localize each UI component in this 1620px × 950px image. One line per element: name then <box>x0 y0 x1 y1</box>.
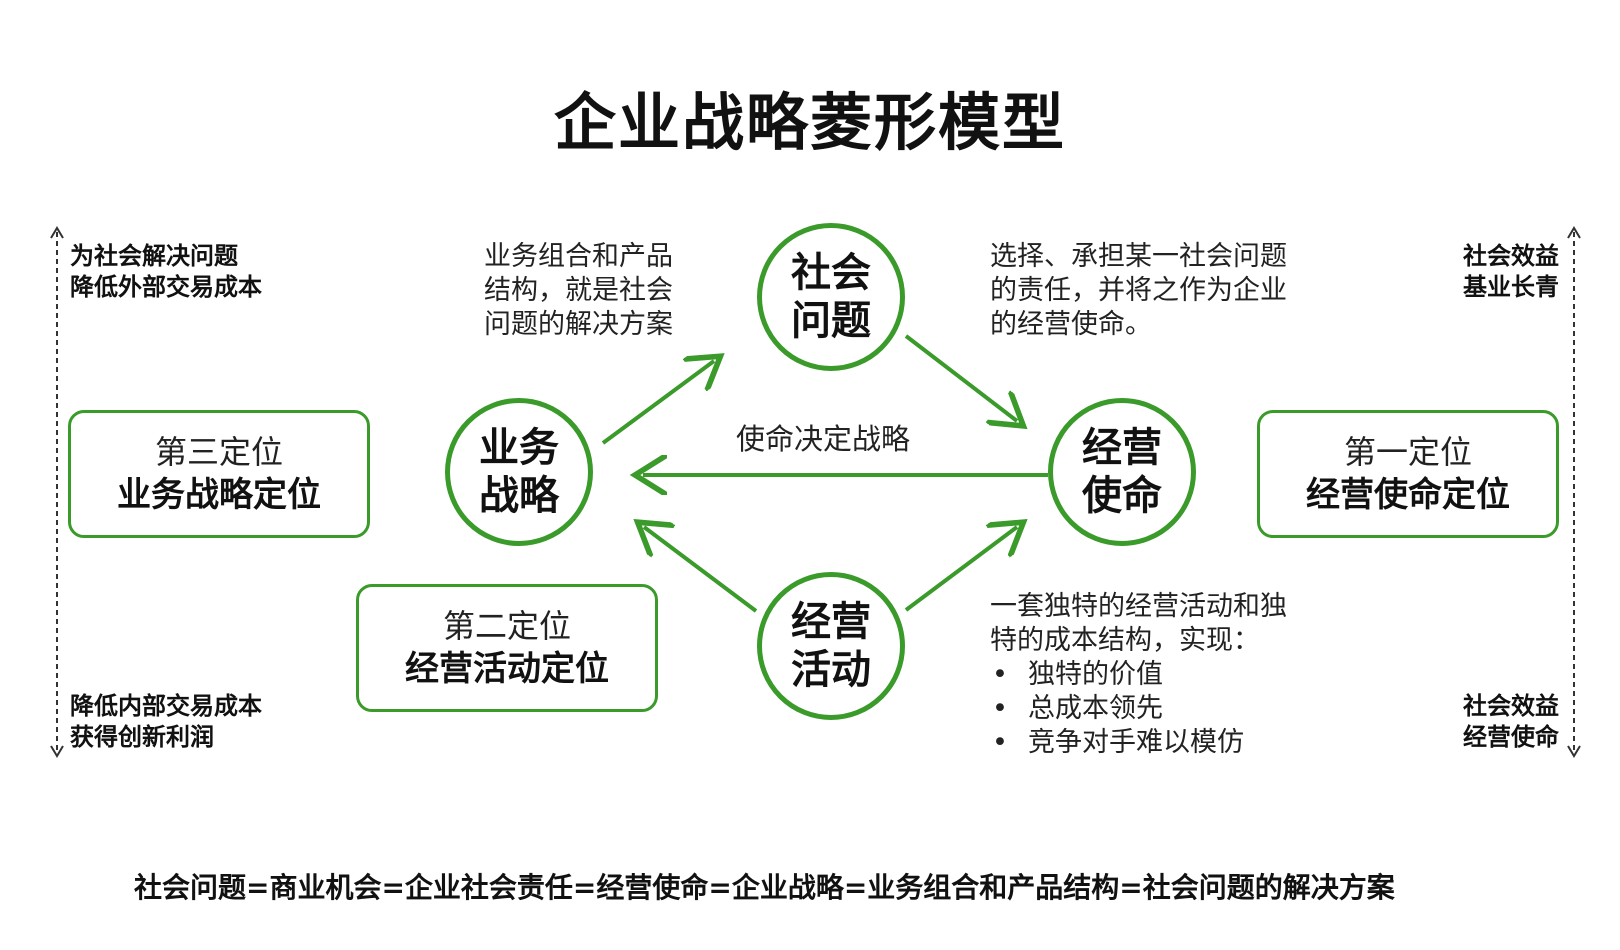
side-label-right-bottom: 社会效益 经营使命 <box>1463 691 1559 753</box>
note-top-left-line: 问题的解决方案 <box>484 309 673 340</box>
note-bottom-right: 一套独特的经营活动和独 特的成本结构，实现： 独特的价值 总成本领先 竞争对手难… <box>990 590 1287 760</box>
circle-business-strategy-line1: 业务 <box>479 425 559 471</box>
bullet-item: 竞争对手难以模仿 <box>990 726 1287 760</box>
position-first-main: 经营使命定位 <box>1306 475 1510 515</box>
left-axis-bottom-arrow <box>50 745 64 758</box>
right-axis-top-arrow <box>1567 226 1581 239</box>
circle-social-problem-line1: 社会 <box>791 250 871 296</box>
circle-business-mission-line2: 使命 <box>1082 473 1162 519</box>
circle-business-strategy: 业务战略 <box>445 398 593 546</box>
position-first-sub: 第一定位 <box>1343 433 1472 471</box>
arrow-activity-to-mission <box>904 527 1017 612</box>
side-label-left-top: 为社会解决问题 降低外部交易成本 <box>70 241 262 303</box>
side-label-left-bottom: 降低内部交易成本 获得创新利润 <box>70 691 262 753</box>
side-label-line: 降低内部交易成本 <box>70 692 262 720</box>
position-third-main: 业务战略定位 <box>117 475 321 515</box>
side-label-line: 降低外部交易成本 <box>70 273 262 301</box>
arrow-activity-to-strategy <box>644 527 758 613</box>
side-label-line: 基业长青 <box>1463 273 1559 301</box>
position-box-first: 第一定位 经营使命定位 <box>1257 410 1559 538</box>
circle-business-activity: 经营活动 <box>757 572 905 720</box>
arrow-social-to-mission <box>904 334 1017 421</box>
arrow-strategy-to-social <box>601 361 714 445</box>
page-title: 企业战略菱形模型 <box>553 86 1066 159</box>
position-third-sub: 第三定位 <box>154 433 283 471</box>
note-bottom-right-line: 一套独特的经营活动和独 <box>990 591 1287 622</box>
bullet-item: 总成本领先 <box>990 692 1287 726</box>
note-bottom-right-bullets: 独特的价值 总成本领先 竞争对手难以模仿 <box>990 658 1287 760</box>
circle-business-strategy-line2: 战略 <box>479 473 559 519</box>
circle-business-activity-line2: 活动 <box>791 647 871 693</box>
right-axis-bottom-arrow <box>1567 745 1581 758</box>
left-axis-top-arrow <box>50 226 64 239</box>
circle-business-mission: 经营使命 <box>1048 398 1196 546</box>
side-label-line: 社会效益 <box>1463 692 1559 720</box>
note-top-left: 业务组合和产品 结构，就是社会 问题的解决方案 <box>484 240 673 342</box>
note-top-right-line: 的经营使命。 <box>990 309 1152 340</box>
formula-text: 社会问题=商业机会=企业社会责任=经营使命=企业战略=业务组合和产品结构=社会问… <box>134 871 1395 904</box>
circle-business-activity-line1: 经营 <box>791 599 871 645</box>
note-top-right: 选择、承担某一社会问题 的责任，并将之作为企业 的经营使命。 <box>990 240 1287 342</box>
side-label-line: 经营使命 <box>1463 723 1559 751</box>
note-top-right-line: 选择、承担某一社会问题 <box>990 241 1287 272</box>
position-second-main: 经营活动定位 <box>405 649 609 689</box>
note-top-left-line: 结构，就是社会 <box>484 275 673 306</box>
note-top-left-line: 业务组合和产品 <box>484 241 673 272</box>
circle-social-problem: 社会问题 <box>757 223 905 371</box>
side-label-line: 获得创新利润 <box>70 723 214 751</box>
center-label: 使命决定战略 <box>736 422 911 456</box>
position-box-second: 第二定位 经营活动定位 <box>356 584 658 712</box>
circle-business-mission-line1: 经营 <box>1082 425 1162 471</box>
note-top-right-line: 的责任，并将之作为企业 <box>990 275 1287 306</box>
circle-social-problem-line2: 问题 <box>791 298 871 344</box>
side-label-right-top: 社会效益 基业长青 <box>1463 241 1559 303</box>
position-box-third: 第三定位 业务战略定位 <box>68 410 370 538</box>
position-second-sub: 第二定位 <box>442 607 571 645</box>
side-label-line: 为社会解决问题 <box>70 242 238 270</box>
side-label-line: 社会效益 <box>1463 242 1559 270</box>
note-bottom-right-line: 特的成本结构，实现： <box>990 625 1260 656</box>
bullet-item: 独特的价值 <box>990 658 1287 692</box>
